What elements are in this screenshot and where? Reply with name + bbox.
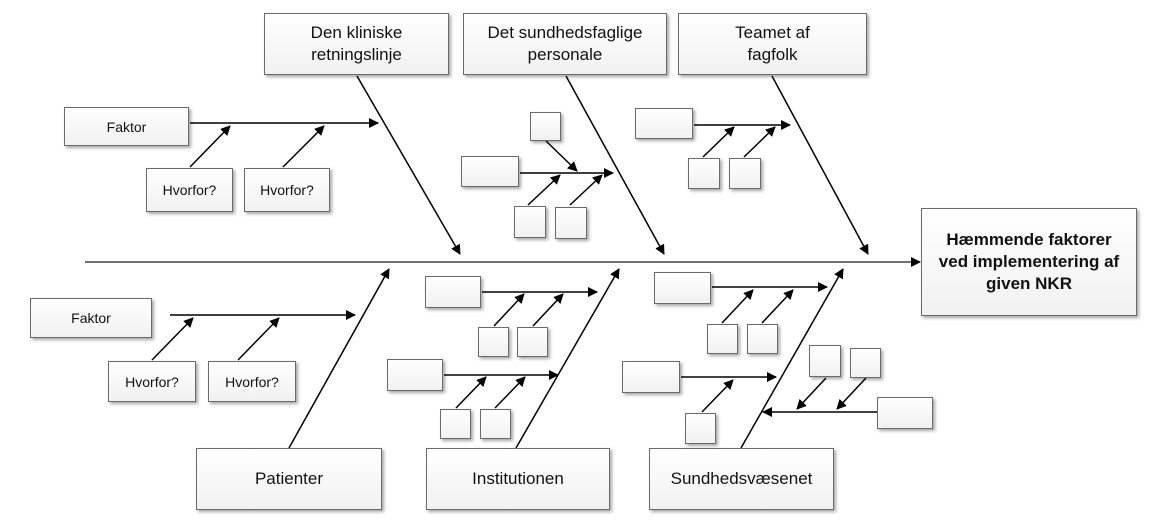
factor-box: Faktor <box>64 107 189 146</box>
why-arrow <box>761 289 794 324</box>
factor-label: Faktor <box>106 118 147 135</box>
empty-why-box <box>688 158 720 189</box>
empty-why-box <box>555 207 587 239</box>
empty-why-box <box>850 348 881 378</box>
empty-why-box <box>480 409 511 439</box>
empty-factor-box <box>654 272 711 304</box>
why-label: Hvorfor? <box>225 373 279 390</box>
why-label: Hvorfor? <box>125 373 179 390</box>
why-box: Hvorfor? <box>108 361 196 402</box>
category-box: Den kliniske retningslinje <box>264 13 449 75</box>
empty-factor-box <box>877 397 933 429</box>
why-arrow <box>282 125 325 168</box>
empty-why-box <box>514 206 546 238</box>
empty-factor-box <box>622 361 680 393</box>
empty-factor-box <box>635 108 693 139</box>
empty-why-box <box>478 327 509 357</box>
rib-top-1 <box>356 75 461 255</box>
category-label: Teamet af fagfolk <box>735 23 810 64</box>
category-label: Patienter <box>254 469 324 488</box>
why-arrow <box>151 317 194 361</box>
why-arrow <box>796 377 827 410</box>
why-arrow <box>743 126 776 158</box>
why-arrow <box>237 317 280 361</box>
category-box: Det sundhedsfaglige personale <box>463 13 667 75</box>
category-box: Sundhedsvæsenet <box>649 448 834 510</box>
why-arrow <box>721 289 754 324</box>
why-arrow <box>702 126 735 158</box>
effect-title: Hæmmende faktorer ved implementering af … <box>938 230 1120 293</box>
rib-top-2 <box>565 75 665 255</box>
why-label: Hvorfor? <box>162 182 217 198</box>
empty-factor-box <box>425 276 481 308</box>
category-box: Teamet af fagfolk <box>678 13 867 75</box>
empty-factor-box <box>387 359 443 391</box>
empty-why-box <box>707 324 738 354</box>
effect-box: Hæmmende faktorer ved implementering af … <box>921 208 1137 316</box>
why-arrow <box>527 174 561 206</box>
factor-box: Faktor <box>30 298 152 338</box>
empty-why-box <box>747 324 778 354</box>
category-box: Patienter <box>196 448 382 510</box>
why-box: Hvorfor? <box>244 168 330 212</box>
why-label: Hvorfor? <box>260 182 314 198</box>
sub-arrow <box>545 140 578 172</box>
category-label: Institutionen <box>472 469 564 488</box>
category-box: Institutionen <box>426 448 610 510</box>
empty-why-box <box>729 158 761 189</box>
why-arrow <box>569 174 603 206</box>
why-arrow <box>455 376 487 409</box>
rib-top-3 <box>771 75 869 255</box>
rib-bottom-2 <box>515 268 620 449</box>
why-arrow <box>493 293 525 327</box>
why-arrow <box>701 379 734 413</box>
empty-factor-box <box>461 156 519 187</box>
empty-why-box <box>685 413 716 444</box>
rib-bottom-3 <box>740 268 844 449</box>
rib-bottom-1 <box>288 268 390 449</box>
why-box: Hvorfor? <box>208 361 296 402</box>
empty-why-box <box>440 409 471 439</box>
why-arrow <box>836 377 867 410</box>
category-label: Det sundhedsfaglige personale <box>487 23 643 64</box>
empty-why-box <box>530 112 561 141</box>
empty-why-box <box>517 327 548 357</box>
factor-label: Faktor <box>71 310 111 326</box>
empty-why-box <box>809 345 841 377</box>
why-box: Hvorfor? <box>146 168 233 212</box>
why-arrow <box>532 293 564 327</box>
category-label: Den kliniske retningslinje <box>310 23 403 64</box>
why-arrow <box>494 376 526 409</box>
why-arrow <box>189 125 231 168</box>
category-label: Sundhedsvæsenet <box>670 469 813 488</box>
